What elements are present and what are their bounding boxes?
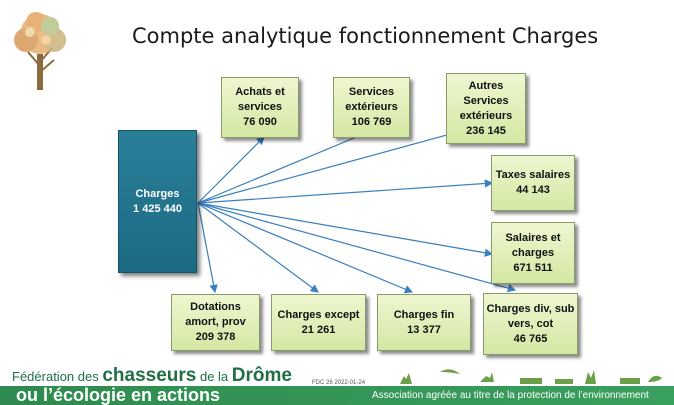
arrow-services-ext xyxy=(197,126,380,204)
node-services-line1: Services xyxy=(348,86,395,98)
node-salaires-line2: charges xyxy=(511,246,555,259)
node-chargesdiv-value: 46 765 xyxy=(513,332,548,345)
federation-big: chasseurs xyxy=(102,365,197,386)
federation-prefix: Fédération des xyxy=(12,369,103,384)
node-autres-services: Autres Services extérieurs 236 145 xyxy=(446,73,526,144)
arrow-salaires xyxy=(197,202,494,257)
node-services-exterieurs: Services extérieurs 106 769 xyxy=(333,77,410,138)
arrow-taxes xyxy=(197,179,494,204)
node-dotations-line1: Dotations xyxy=(190,301,241,313)
arrow-charges-fin xyxy=(197,202,414,294)
arrow-dotations xyxy=(197,202,218,294)
charges-total-box: Charges 1 425 440 xyxy=(118,130,197,273)
tree-logo-icon xyxy=(14,12,66,90)
footer-reference: FDC 26 2022-01-24 xyxy=(312,380,366,386)
wildlife-silhouettes-icon xyxy=(400,369,662,384)
node-achats-line2: services xyxy=(237,101,283,113)
charges-total-value: 1 425 440 xyxy=(133,202,182,215)
node-salaires-charges: Salaires et charges 671 511 xyxy=(491,222,575,284)
node-achats-value: 76 090 xyxy=(243,116,277,128)
node-services-value: 106 769 xyxy=(351,116,392,128)
node-achats: Achats et services 76 090 xyxy=(221,77,299,138)
federation-mid: de la xyxy=(196,369,232,384)
page-title: Compte analytique fonctionnement Charges xyxy=(132,24,599,48)
charges-total-label: Charges xyxy=(135,187,180,200)
footer-banner: Fédération des chasseurs de la Drôme FDC… xyxy=(0,362,674,405)
node-autres-line2: Services xyxy=(463,94,509,107)
node-chargesfin-line1: Charges fin xyxy=(393,308,455,321)
node-charges-except: Charges except 21 261 xyxy=(271,294,366,351)
node-charges-div: Charges div, sub vers, cot 46 765 xyxy=(483,293,578,355)
arrow-charges-except xyxy=(197,202,319,293)
node-chargesdiv-line1: Charges div, sub xyxy=(486,302,575,315)
node-salaires-value: 671 511 xyxy=(513,261,553,274)
arrow-charges-div xyxy=(197,202,517,293)
node-charges-fin: Charges fin 13 377 xyxy=(377,294,471,351)
federation-region: Drôme xyxy=(231,365,292,386)
node-chargesexcept-value: 21 261 xyxy=(301,323,336,336)
node-chargesdiv-line2: vers, cot xyxy=(507,317,554,330)
node-taxes-salaires: Taxes salaires 44 143 xyxy=(491,155,575,211)
node-dotations-value: 209 378 xyxy=(195,331,236,343)
node-achats-line1: Achats et xyxy=(235,86,285,98)
footer-green-band xyxy=(0,386,674,405)
node-chargesfin-value: 13 377 xyxy=(407,323,441,336)
node-services-line2: extérieurs xyxy=(345,101,398,113)
node-salaires-line1: Salaires et xyxy=(505,231,561,244)
node-taxes-line1: Taxes salaires xyxy=(495,169,571,181)
node-taxes-value: 44 143 xyxy=(516,184,550,196)
federation-name: Fédération des chasseurs de la Drôme xyxy=(12,365,292,387)
node-chargesexcept-line1: Charges except xyxy=(277,308,360,321)
arrow-autres-services xyxy=(197,121,489,204)
node-dotations: Dotations amort, prov 209 378 xyxy=(171,294,260,351)
node-dotations-line2: amort, prov xyxy=(185,316,246,328)
node-autres-value: 236 145 xyxy=(466,124,506,137)
node-autres-line3: extérieurs xyxy=(459,109,513,122)
footer-slogan: ou l’écologie en actions xyxy=(16,385,221,405)
arrow-achats xyxy=(197,136,265,204)
footer-association: Association agréée au titre de la protec… xyxy=(372,390,649,401)
node-autres-line1: Autres xyxy=(468,79,504,92)
